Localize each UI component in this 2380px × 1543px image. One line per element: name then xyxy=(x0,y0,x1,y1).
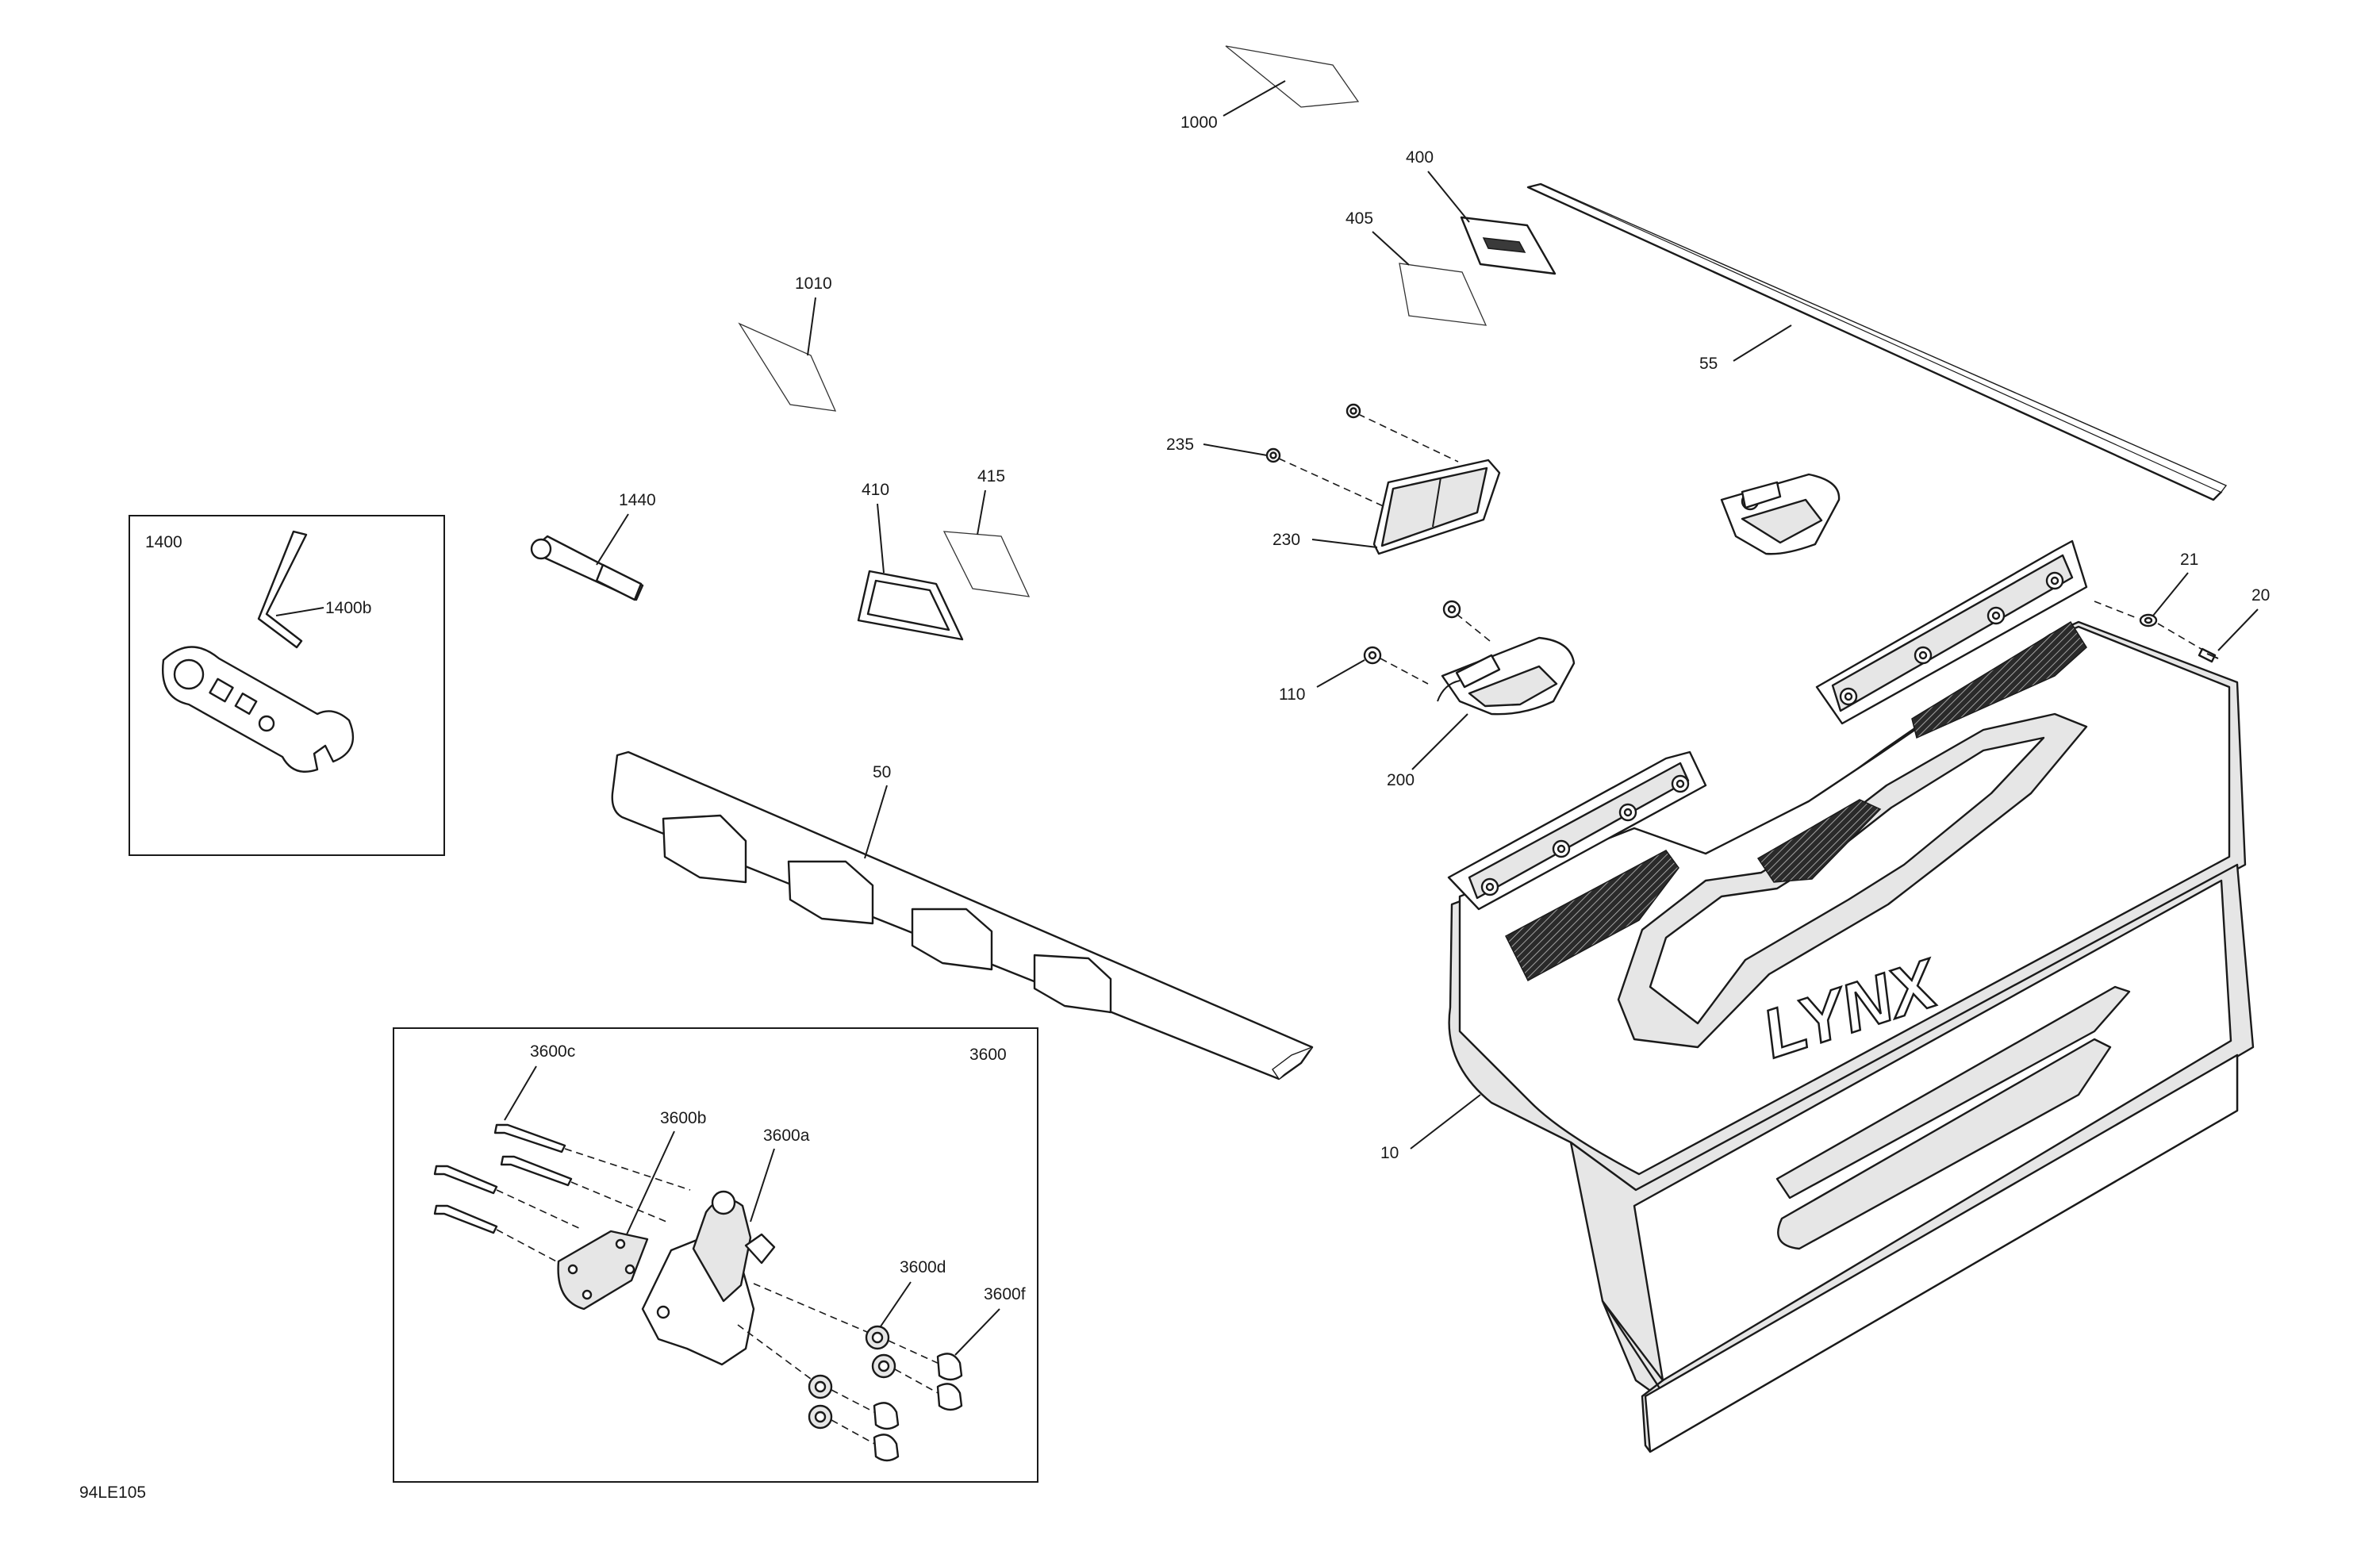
label-3600a: 3600a xyxy=(763,1127,810,1145)
part-10-rear-storage: LYNX 10 xyxy=(1380,539,2255,1453)
drawing-id: 94LE105 xyxy=(79,1484,146,1502)
part-20-screw: 20 xyxy=(2157,586,2270,663)
part-3600d-nuts: 3600d xyxy=(808,1258,946,1430)
part-3600-hitch-kit-box: 3600 3600c 3600b xyxy=(393,1027,1038,1483)
label-3600c: 3600c xyxy=(530,1042,575,1061)
label-3600f: 3600f xyxy=(984,1285,1026,1303)
part-3600a-hitch: 3600a xyxy=(641,1127,873,1384)
label-20: 20 xyxy=(2251,586,2270,605)
part-55-trim-strip: 55 xyxy=(1526,182,2228,501)
part-1400-toolkit-box: 1400 1400b xyxy=(129,515,445,856)
label-55: 55 xyxy=(1699,355,1718,373)
label-235: 235 xyxy=(1166,436,1194,454)
label-410: 410 xyxy=(862,481,889,499)
label-1010: 1010 xyxy=(795,274,832,293)
label-110: 110 xyxy=(1279,685,1305,704)
label-21: 21 xyxy=(2180,551,2198,569)
label-200: 200 xyxy=(1387,771,1415,789)
part-1010-decal: 1010 xyxy=(738,274,837,412)
part-230-tail-light: 230 xyxy=(1273,413,1501,555)
label-1400: 1400 xyxy=(145,533,182,551)
part-1440-spark-plug-tool: 1440 xyxy=(530,491,656,601)
part-3600f-caps: 3600f xyxy=(831,1285,1026,1462)
part-405-decal: 405 xyxy=(1345,209,1488,326)
label-1000: 1000 xyxy=(1180,113,1218,132)
part-3600b-plate: 3600b xyxy=(557,1109,706,1311)
label-3600d: 3600d xyxy=(900,1258,946,1276)
part-21-washer: 21 xyxy=(2094,551,2198,628)
part-410-frame: 410 xyxy=(857,481,964,641)
part-1400b-hex-key: 1400b xyxy=(257,530,371,649)
part-400-decal: 400 xyxy=(1406,148,1557,275)
label-3600b: 3600b xyxy=(660,1109,706,1127)
label-405: 405 xyxy=(1345,209,1373,228)
part-235-nut: 235 xyxy=(1166,403,1361,463)
part-50-side-panel: 50 xyxy=(611,750,1314,1080)
part-1000-decal: 1000 xyxy=(1180,45,1360,132)
label-3600: 3600 xyxy=(969,1046,1007,1064)
label-1400b: 1400b xyxy=(325,599,371,617)
label-415: 415 xyxy=(977,467,1005,486)
part-415-decal: 415 xyxy=(942,467,1031,597)
part-latch-assembly-upper xyxy=(1720,473,1841,555)
label-230: 230 xyxy=(1273,531,1300,549)
label-50: 50 xyxy=(873,763,891,781)
label-400: 400 xyxy=(1406,148,1434,167)
part-1400-wrench xyxy=(162,646,355,773)
label-1440: 1440 xyxy=(619,491,656,509)
part-110-nut: 110 xyxy=(1279,600,1461,704)
label-10: 10 xyxy=(1380,1144,1399,1162)
part-200-lock: 200 xyxy=(1380,613,1576,789)
part-3600c-bolts: 3600c xyxy=(433,1042,691,1270)
